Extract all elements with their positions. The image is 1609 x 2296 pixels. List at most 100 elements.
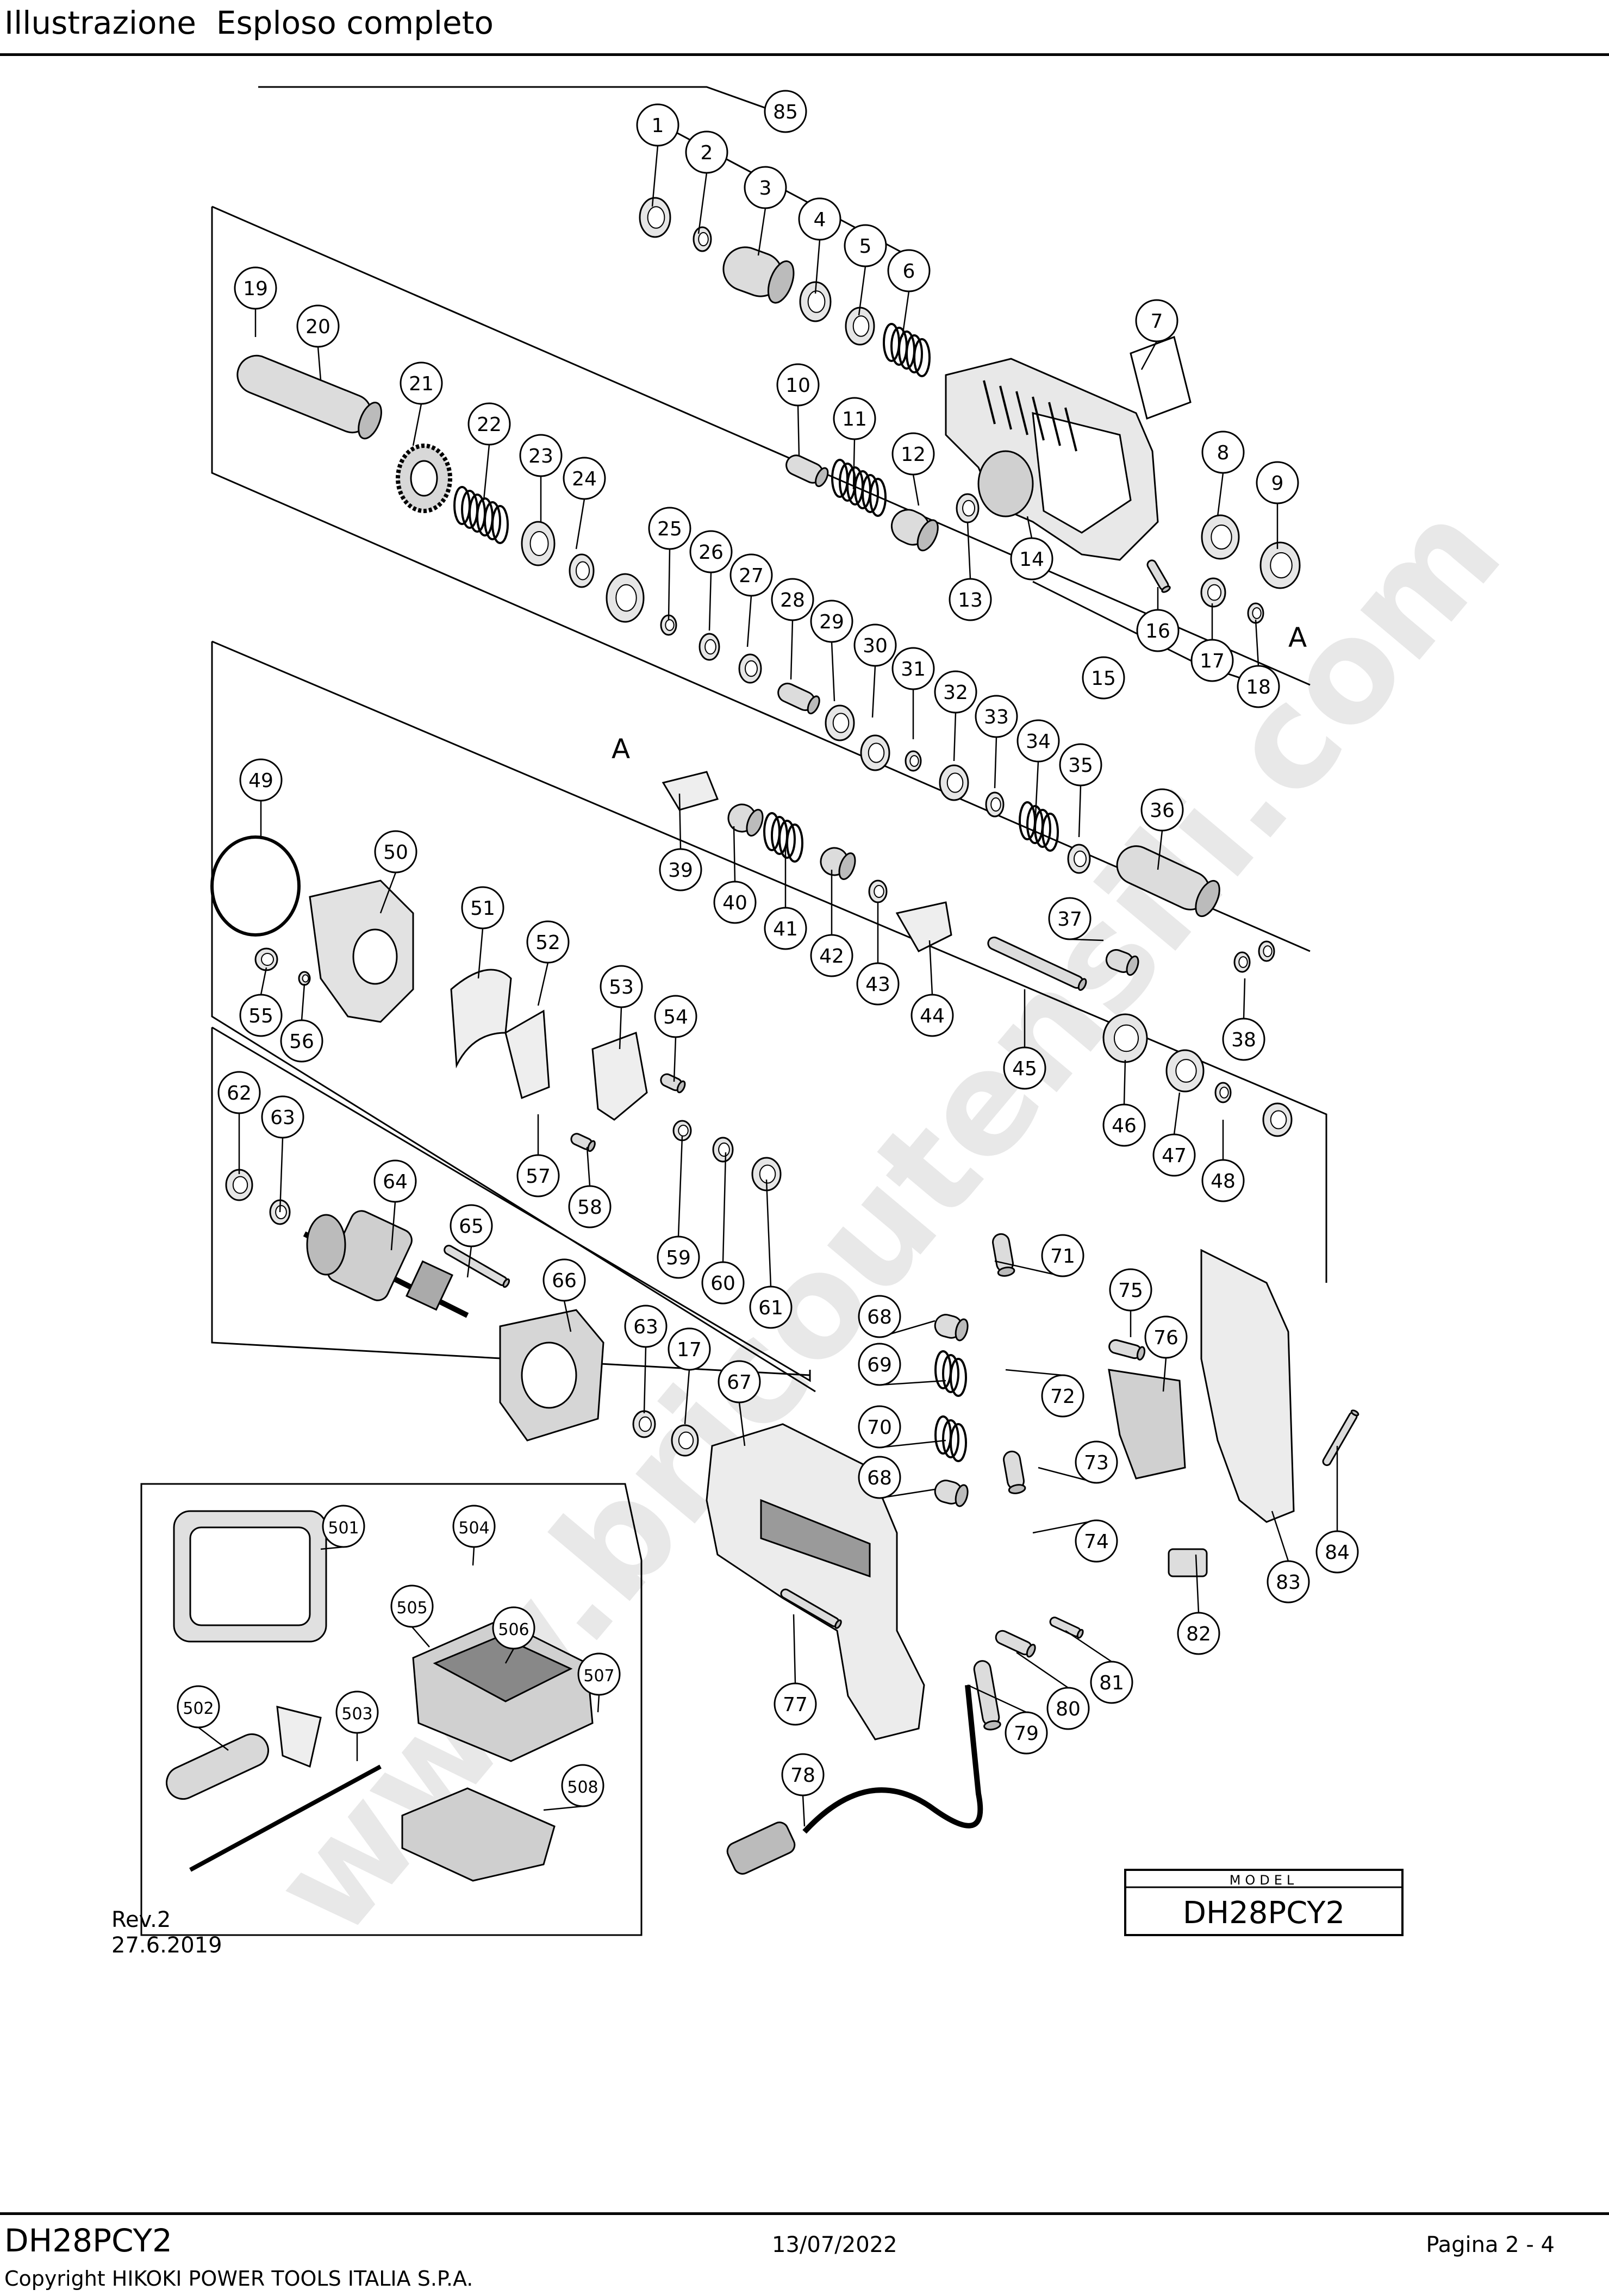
- leader-line-506: [504, 1648, 515, 1664]
- part-29-ring: [825, 704, 855, 741]
- part-76-switch: [1108, 1369, 1186, 1480]
- svg-text:2: 2: [701, 142, 713, 164]
- part-17-bearing: [1200, 577, 1226, 608]
- callout-32: 32: [934, 670, 977, 714]
- svg-text:45: 45: [1012, 1058, 1037, 1080]
- part-70-brush: [934, 1415, 967, 1462]
- leader-line-10: [797, 405, 800, 457]
- svg-text:17: 17: [677, 1339, 702, 1361]
- leader-line-24: [575, 498, 585, 550]
- leader-line-5: [858, 266, 866, 316]
- part-54-screw: [660, 1073, 686, 1094]
- callout-29: 29: [810, 600, 853, 643]
- svg-text:38: 38: [1231, 1029, 1256, 1051]
- part-502-side-handle: [166, 1706, 322, 1800]
- page-header: Illustrazione Esploso completo: [0, 0, 1609, 56]
- leader-line-1: [651, 145, 659, 207]
- leader-line-14: [1026, 516, 1033, 539]
- callout-65: 65: [450, 1204, 493, 1247]
- svg-text:507: 507: [583, 1667, 614, 1686]
- callout-45: 45: [1003, 1046, 1046, 1090]
- part-71-sleeve: [992, 1233, 1015, 1277]
- leader-line-77: [793, 1614, 796, 1684]
- callout-505: 505: [390, 1584, 434, 1628]
- part-49-o-ring: [210, 835, 301, 937]
- part-2-ring: [693, 226, 712, 252]
- svg-text:59: 59: [666, 1247, 691, 1269]
- svg-text:64: 64: [383, 1171, 408, 1193]
- svg-text:19: 19: [243, 278, 268, 300]
- part-20-cylinder: [236, 354, 382, 440]
- svg-text:85: 85: [773, 101, 798, 123]
- part-25-bearing: [660, 614, 677, 636]
- callout-33: 33: [975, 695, 1018, 738]
- part-10-block: [785, 454, 829, 488]
- leader-line-44: [928, 940, 933, 995]
- svg-text:71: 71: [1050, 1245, 1075, 1268]
- header-divider: [0, 53, 1609, 56]
- part-50-inner-cover: [309, 879, 414, 1023]
- callout-11: 11: [833, 397, 876, 440]
- svg-text:69: 69: [867, 1354, 892, 1376]
- callout-15: 15: [1082, 656, 1125, 700]
- svg-text:50: 50: [383, 841, 408, 864]
- part-56-ring: [298, 971, 311, 986]
- callout-13: 13: [949, 578, 992, 621]
- leader-line-35: [1078, 785, 1082, 838]
- part-7-label-plate: [1130, 336, 1192, 420]
- part-8-bearing: [1201, 514, 1240, 560]
- svg-text:63: 63: [270, 1107, 295, 1129]
- model-box-label: MODEL: [1230, 1873, 1299, 1888]
- callout-26: 26: [689, 530, 733, 573]
- watermark: www.bricoutensili.com: [242, 472, 1533, 1966]
- leader-line-54: [673, 1037, 677, 1082]
- footer-date: 13/07/2022: [772, 2232, 897, 2257]
- callout-68: 68: [858, 1456, 901, 1499]
- leader-line-507: [597, 1694, 600, 1713]
- svg-text:5: 5: [859, 235, 872, 258]
- part-58-screw: [570, 1133, 596, 1152]
- svg-text:11: 11: [842, 408, 867, 430]
- part-69-brush: [934, 1350, 967, 1397]
- callout-4: 4: [798, 197, 841, 241]
- part-40-clutch: [727, 803, 764, 837]
- footer-page-number: Pagina 2 - 4: [1426, 2232, 1555, 2257]
- svg-text:63: 63: [633, 1316, 658, 1338]
- callout-49: 49: [239, 758, 283, 802]
- leader-line-26: [708, 572, 712, 631]
- leader-line-3: [757, 208, 766, 256]
- part-35-ring: [1067, 844, 1091, 874]
- callout-56: 56: [280, 1019, 323, 1063]
- part-46-gear: [1102, 1013, 1148, 1063]
- svg-text:56: 56: [289, 1031, 314, 1053]
- part-65-screw: [444, 1245, 510, 1288]
- callout-17: 17: [668, 1327, 711, 1371]
- part-62-bearing: [225, 1169, 253, 1201]
- part-68-holder-b: [934, 1480, 969, 1507]
- callout-507: 507: [577, 1652, 621, 1696]
- svg-text:44: 44: [920, 1005, 945, 1027]
- leader-line-47: [1173, 1092, 1181, 1135]
- svg-text:31: 31: [901, 658, 926, 681]
- svg-text:68: 68: [867, 1467, 892, 1489]
- svg-text:18: 18: [1246, 676, 1271, 698]
- svg-text:12: 12: [901, 444, 926, 466]
- part-82-capacitor: [1168, 1548, 1208, 1577]
- leader-line-38: [1243, 978, 1246, 1019]
- part-32-ring: [939, 764, 969, 801]
- callout-3: 3: [744, 166, 787, 209]
- callout-60: 60: [701, 1261, 745, 1305]
- leader-line-27: [746, 595, 752, 647]
- part-4-washer: [799, 281, 832, 322]
- svg-text:27: 27: [739, 565, 764, 587]
- callout-81: 81: [1090, 1661, 1133, 1704]
- leader-line-56: [301, 983, 305, 1021]
- leader-line-70: [879, 1439, 946, 1449]
- svg-text:57: 57: [526, 1165, 551, 1188]
- leader-line-502: [198, 1727, 229, 1751]
- leader-line-67: [738, 1402, 746, 1446]
- leader-line-6: [901, 291, 910, 338]
- callout-68: 68: [858, 1295, 901, 1338]
- part-36-cylinder: [1116, 845, 1220, 918]
- part-23-washer-b: [606, 573, 645, 623]
